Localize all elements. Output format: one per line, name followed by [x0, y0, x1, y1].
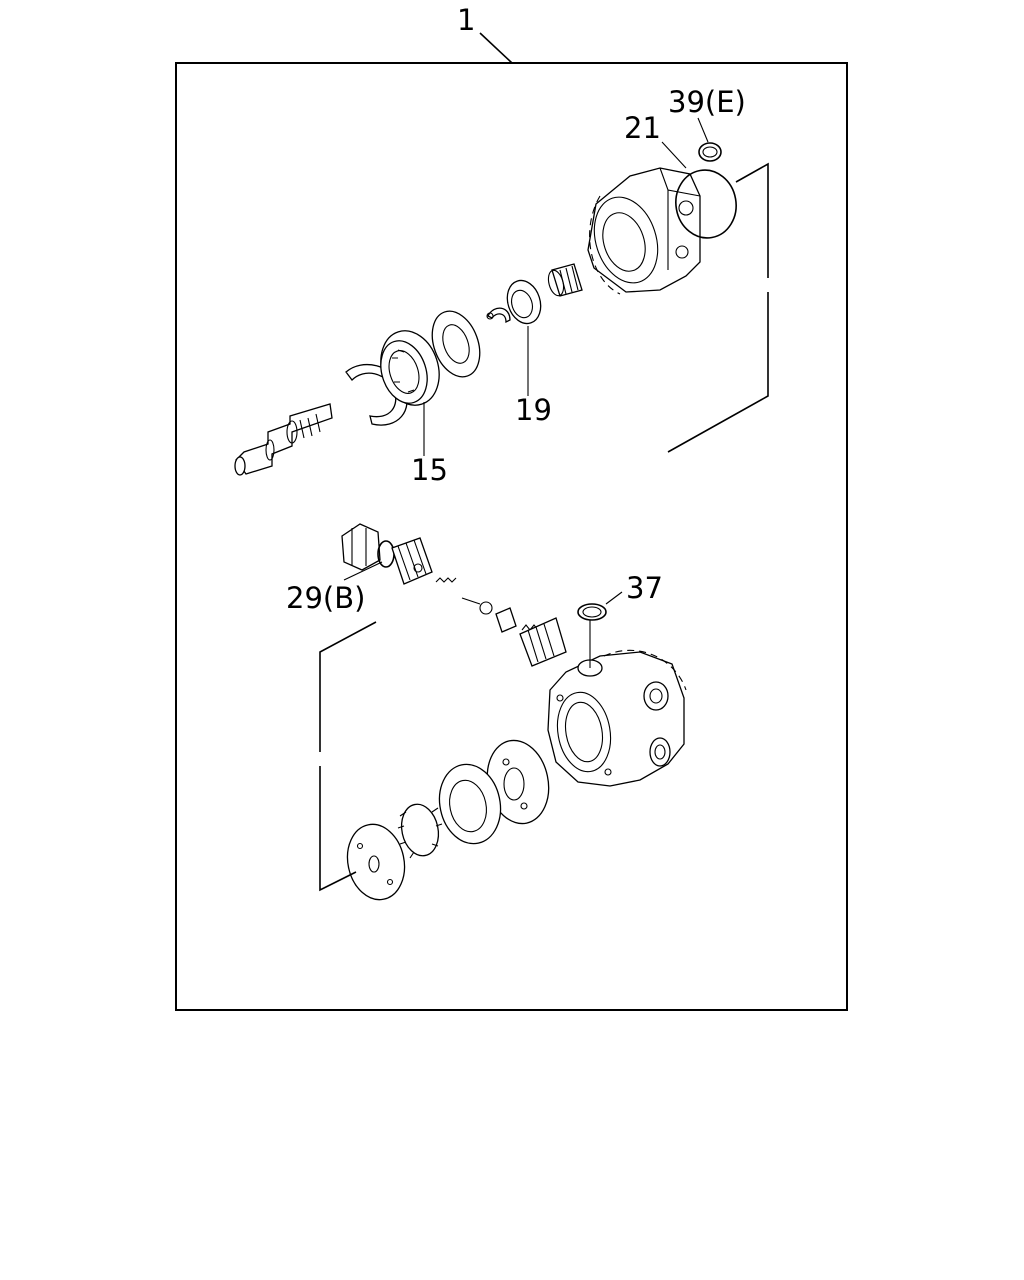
fitting-o-ring: [577, 603, 607, 621]
lower-group-bracket: [319, 621, 377, 892]
valve-spring-parts: [435, 577, 567, 667]
leader-37: [605, 591, 623, 605]
side-plate: [346, 823, 406, 901]
bearing-shim: [431, 310, 481, 378]
needle-bearing: [547, 263, 583, 297]
callout-15: 15: [411, 453, 448, 487]
callout-39e: 39(E): [668, 85, 746, 119]
callout-37: 37: [626, 571, 663, 605]
drive-shaft: [234, 403, 333, 476]
leader-21: [661, 141, 687, 169]
rotor-vanes: [397, 803, 443, 859]
leader-29b: [343, 561, 383, 581]
rear-housing: [587, 167, 701, 295]
leader-39e: [697, 117, 709, 143]
callout-19: 19: [515, 393, 552, 427]
housing-seal-ring: [675, 169, 737, 239]
callout-29b: 29(B): [286, 581, 365, 615]
assembly-frame: [175, 62, 848, 1011]
pump-body: [547, 649, 687, 787]
callout-1: 1: [457, 3, 475, 37]
o-ring-e: [698, 142, 722, 162]
ball-bearing-large: [380, 330, 440, 406]
callout-21: 21: [624, 111, 661, 145]
upper-group-bracket: [667, 162, 769, 453]
ball-bearing-small: [506, 279, 542, 325]
flow-control-valve: [341, 523, 433, 585]
retaining-clip: [486, 307, 511, 324]
cam-ring: [438, 763, 502, 845]
assembly-leader: [479, 32, 513, 64]
